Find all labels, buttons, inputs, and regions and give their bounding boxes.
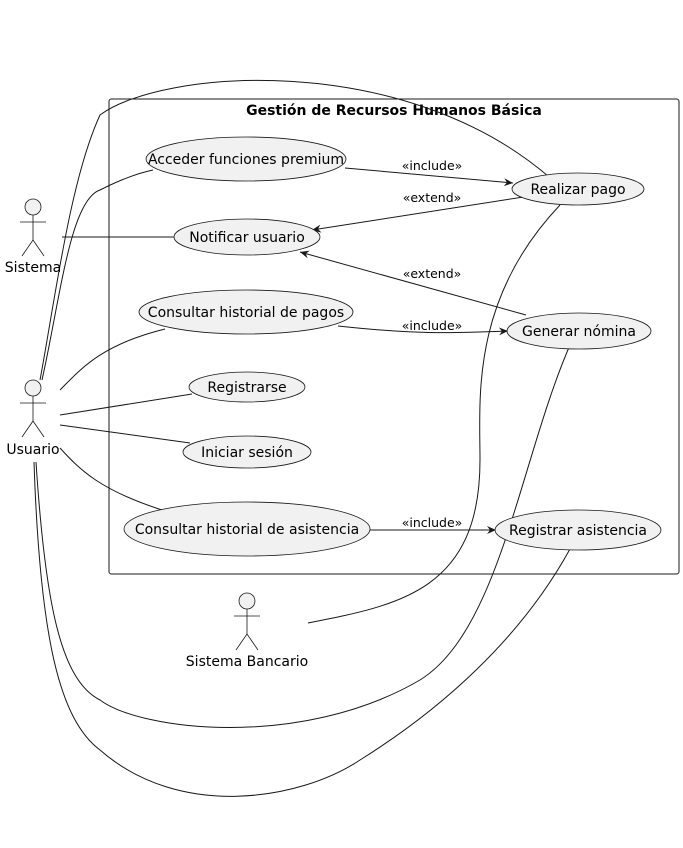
svg-text:Consultar historial de pagos: Consultar historial de pagos (148, 305, 344, 321)
svg-text:Acceder funciones premium: Acceder funciones premium (148, 152, 344, 168)
actor-sistema-label: Sistema (5, 260, 61, 276)
svg-text:Iniciar sesión: Iniciar sesión (201, 445, 293, 461)
use-case-iniciar-sesion: Iniciar sesión (182, 435, 312, 469)
extend-arrow-pago-notificar (311, 195, 531, 233)
svg-text:Generar nómina: Generar nómina (522, 324, 636, 340)
use-case-consultar-pagos: Consultar historial de pagos (138, 289, 354, 335)
extend-label-pago-notificar: «extend» (403, 190, 462, 205)
include-label-premium-pago: «include» (402, 158, 463, 173)
system-title: Gestión de Recursos Humanos Básica (246, 103, 542, 119)
use-case-generar-nomina: Generar nómina (506, 312, 652, 350)
association-usuario-iniciar-sesion (59, 424, 191, 444)
actor-sistema-bancario: Sistema Bancario (186, 592, 308, 670)
association-bancario-realizar-pago (307, 204, 561, 624)
use-case-registrarse: Registrarse (188, 371, 306, 403)
actor-sistema: Sistema (5, 198, 61, 276)
extend-label-nomina-notificar: «extend» (403, 266, 462, 281)
use-case-realizar-pago: Realizar pago (511, 172, 645, 206)
svg-text:Registrarse: Registrarse (207, 380, 286, 396)
include-arrow-premium-pago (344, 167, 514, 187)
actor-usuario: Usuario (6, 379, 60, 458)
actor-sistema-bancario-label: Sistema Bancario (186, 654, 308, 670)
use-case-notificar-usuario: Notificar usuario (173, 218, 321, 256)
association-usuario-premium (41, 169, 154, 381)
association-usuario-realizar-pago (39, 79, 549, 381)
include-arrow-pagos-nomina (337, 325, 509, 336)
association-usuario-consultar-pagos (59, 328, 166, 391)
actor-usuario-label: Usuario (6, 442, 59, 458)
include-label-asistencia-registrar: «include» (402, 515, 463, 530)
use-case-acceder-premium: Acceder funciones premium (145, 136, 347, 182)
use-case-registrar-asistencia: Registrar asistencia (494, 509, 662, 551)
svg-text:Notificar usuario: Notificar usuario (189, 230, 305, 246)
extend-arrow-nomina-notificar (299, 250, 527, 316)
use-case-consultar-asistencia: Consultar historial de asistencia (123, 501, 371, 557)
association-usuario-consultar-asistencia (59, 447, 163, 511)
association-usuario-registrar-asistencia (33, 461, 571, 797)
svg-text:Registrar asistencia: Registrar asistencia (509, 523, 647, 539)
svg-text:Realizar pago: Realizar pago (530, 182, 625, 198)
include-label-pagos-nomina: «include» (402, 318, 463, 333)
svg-text:Consultar historial de asisten: Consultar historial de asistencia (135, 522, 359, 538)
association-usuario-registrarse (59, 393, 193, 416)
